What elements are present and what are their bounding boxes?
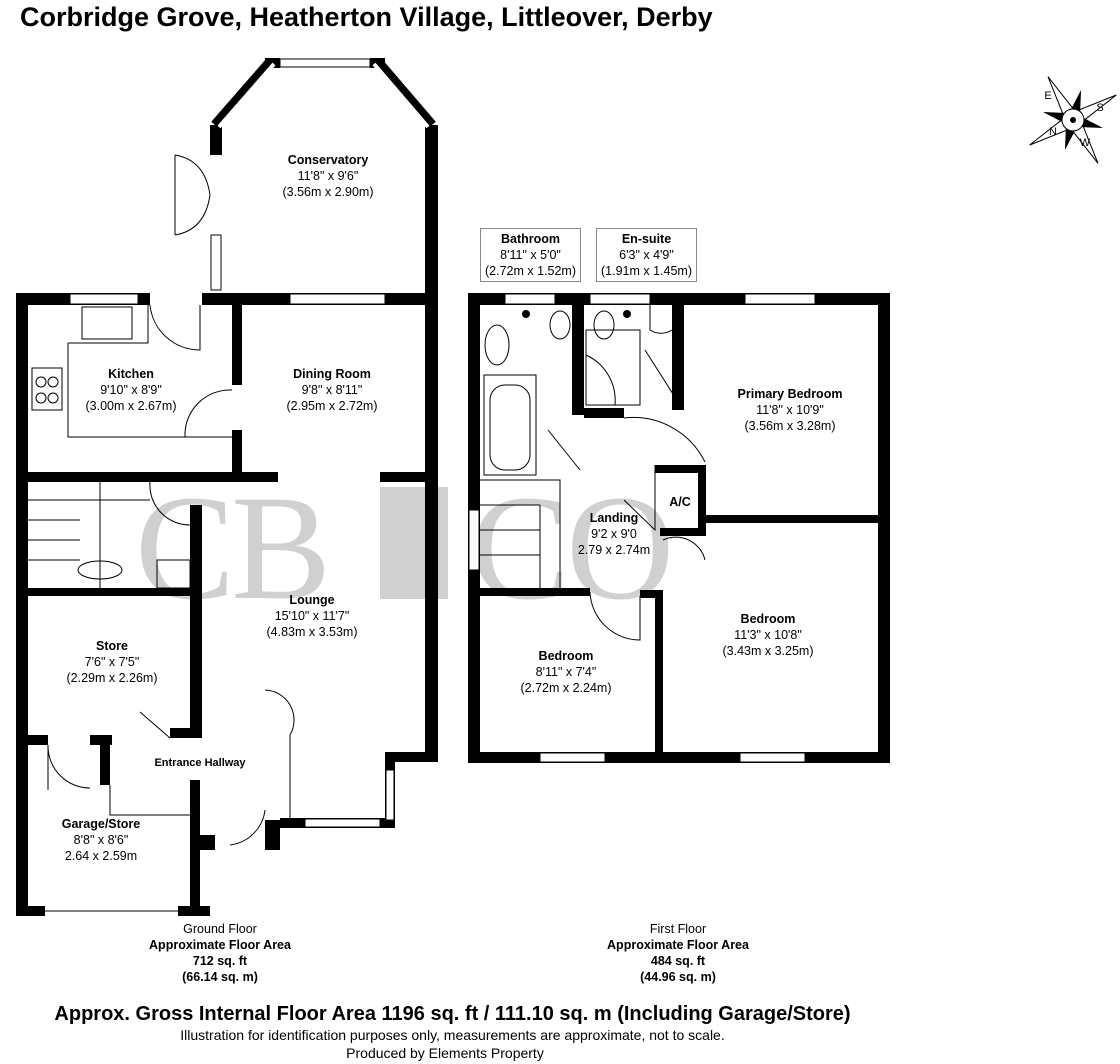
compass-label-e: E (1044, 90, 1052, 102)
page-title: Corbridge Grove, Heatherton Village, Lit… (20, 2, 713, 32)
compass-label-n: N (1049, 126, 1057, 138)
conservatory-outline (174, 58, 436, 236)
fixtures (28, 304, 295, 912)
disclaimer: Illustration for identification purposes… (180, 1027, 725, 1043)
room-label-entrance-hallway: Entrance Hallway (154, 757, 246, 769)
compass-label-w: W (1079, 137, 1091, 149)
first-floor-windows (468, 293, 816, 763)
room-label-ac: A/C (669, 495, 691, 509)
compass-label-s: S (1096, 102, 1104, 114)
compass-icon (1029, 76, 1117, 164)
gross-area: Approx. Gross Internal Floor Area 1196 s… (54, 1003, 851, 1025)
produced-by: Produced by Elements Property (346, 1045, 544, 1061)
first-floor-fixtures (480, 305, 706, 641)
watermark-cb: CB (135, 465, 331, 631)
